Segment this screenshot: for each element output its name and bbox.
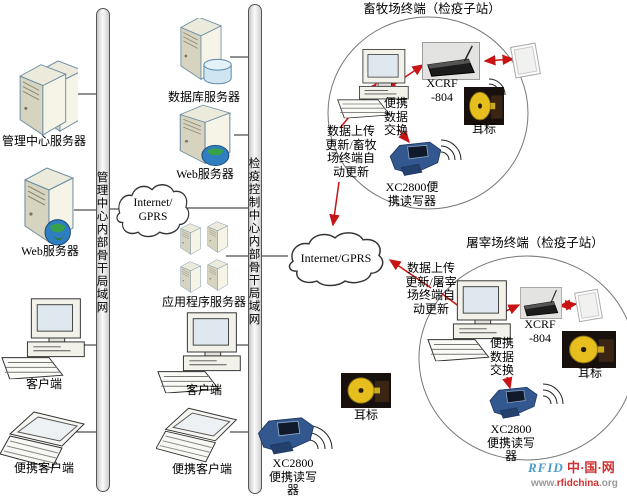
web-server-mid-icon — [172, 102, 234, 168]
slaughter-upload-note: 数据上传 更新/屠宰 场终端自 动更新 — [405, 261, 457, 316]
db-server-label: 数据库服务器 — [167, 90, 240, 104]
slaughter-exchange-note: 便携 数据 交换 — [489, 336, 514, 377]
farm-exchange-note: 便携 数据 交换 — [383, 96, 408, 137]
eartag-mid-photo — [341, 373, 391, 408]
eartag-mid-label: 耳标 — [353, 408, 378, 422]
arrow-slaughter-to-cloud — [388, 259, 432, 289]
arrow-slaughter-xcrf-tag — [558, 299, 578, 311]
farm-station-ellipse — [327, 16, 529, 210]
wifi-arcs-slaughter-handheld — [542, 383, 564, 405]
slaughter-xcrf-reader-label: XCRF -804 — [524, 317, 556, 345]
arrow-farm-xcrf-tag — [483, 54, 515, 66]
app-server-icon — [176, 220, 232, 296]
slaughter-handheld-icon — [487, 381, 540, 423]
wifi-arcs-farm-handheld — [440, 139, 462, 161]
app-server-label: 应用程序服务器 — [161, 295, 246, 309]
watermark-url: www.rfidchina.org — [531, 478, 618, 489]
farm-eartag-photo — [464, 87, 504, 125]
handheld-mid-label: XC2800 便携读写 器 — [268, 456, 317, 497]
watermark-brand: RFID 中·国·网 — [528, 461, 615, 475]
arrow-slaughter-exchange-handheld — [502, 376, 513, 390]
bus-quarantine-center-lan — [248, 4, 262, 494]
farm-eartag-label: 耳标 — [471, 122, 496, 136]
farm-station-title: 畜牧场终端（检疫子站） — [363, 2, 501, 16]
client-mid-icon — [156, 310, 254, 394]
farm-xcrf-reader-photo — [422, 42, 480, 80]
watermark-url-www: www. — [531, 478, 557, 489]
slaughter-handheld-label: XC2800 便携读写 器 — [486, 422, 535, 463]
web-server-mid-label: Web服务器 — [176, 167, 234, 181]
arrow-farm-to-cloud — [329, 181, 340, 227]
farm-rfid-card-icon — [509, 42, 541, 79]
bus-mgmt-center-lan — [96, 8, 110, 492]
client-left-icon — [0, 296, 98, 380]
slaughter-eartag-photo — [562, 331, 616, 368]
bus-quarantine-center-lan-label: 检疫控制中心内部骨干局域网 — [248, 158, 261, 326]
web-server-left-icon — [12, 164, 78, 248]
laptop-left-label: 便携客户端 — [13, 461, 74, 475]
db-server-icon — [166, 18, 236, 92]
mgmt-server-label: 管理中心服务器 — [1, 134, 86, 148]
client-left-label: 客户端 — [25, 377, 62, 391]
internet-gprs-cloud-middle-label: Internet/GPRS — [300, 251, 372, 265]
watermark-rfid: RFID — [528, 460, 564, 475]
web-server-left-label: Web服务器 — [21, 244, 79, 258]
watermark-cn: 中·国·网 — [567, 460, 615, 475]
farm-upload-note: 数据上传 更新/畜牧 场终端自 动更新 — [325, 124, 377, 179]
watermark-url-domain: rfidchina — [556, 478, 599, 489]
handheld-mid-icon — [255, 412, 317, 458]
laptop-mid-label: 便携客户端 — [171, 462, 232, 476]
farm-xcrf-reader-label: XCRF -804 — [426, 76, 458, 104]
bus-mgmt-center-lan-label: 管理中心内部骨干局域网 — [96, 172, 109, 314]
laptop-mid-icon — [156, 406, 244, 466]
mgmt-server-icon — [4, 56, 78, 138]
client-mid-label: 客户端 — [185, 383, 222, 397]
farm-handheld-label: XC2800便 携读写器 — [385, 180, 439, 208]
slaughter-rfid-card-icon — [573, 288, 603, 323]
internet-gprs-cloud-left-label: Internet/ GPRS — [133, 197, 173, 223]
watermark-url-tld: .org — [598, 478, 618, 489]
slaughter-station-ellipse — [418, 255, 627, 461]
slaughter-xcrf-reader-photo — [520, 287, 562, 319]
slaughter-station-title: 屠宰场终端（检疫子站） — [466, 236, 604, 250]
arrow-farm-exchange-handheld — [398, 129, 410, 144]
slaughter-eartag-label: 耳标 — [577, 366, 602, 380]
farm-handheld-icon — [387, 137, 444, 179]
